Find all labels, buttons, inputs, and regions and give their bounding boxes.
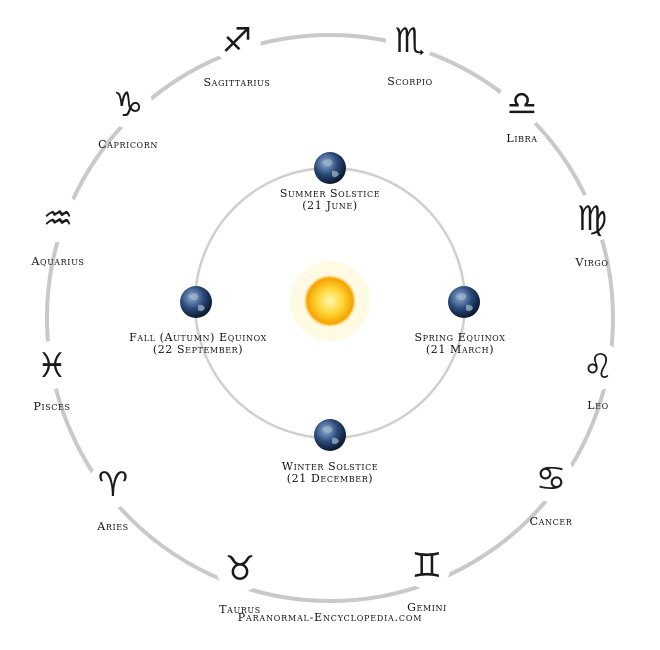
- fall-equinox-name: Fall (Autumn) Equinox: [129, 331, 267, 344]
- aries-icon: ♈: [89, 460, 137, 508]
- leo-icon: ♌: [574, 342, 622, 390]
- pisces-label: Pisces: [33, 400, 71, 413]
- leo-label: Leo: [587, 399, 609, 412]
- zodiac-ring: [45, 33, 615, 603]
- fall-equinox-label: Fall (Autumn) Equinox (22 September): [129, 332, 267, 356]
- capricorn-label: Capricorn: [98, 138, 158, 151]
- site-credit: Paranormal-Encyclopedia.com: [237, 611, 423, 624]
- scorpio-label: Scorpio: [387, 75, 433, 88]
- pisces-icon: ♓: [28, 341, 76, 389]
- winter-solstice-name: Winter Solstice: [281, 460, 379, 473]
- scorpio-icon: ♏: [386, 16, 434, 64]
- svg-text:♍: ♍: [577, 199, 607, 239]
- taurus-icon: ♉: [216, 544, 264, 592]
- summer-solstice-name: Summer Solstice: [279, 187, 381, 200]
- earth-spring-icon: [448, 286, 480, 318]
- fall-equinox-date: (22 September): [152, 343, 244, 356]
- svg-text:♒: ♒: [43, 199, 73, 239]
- svg-text:♌: ♌: [583, 347, 613, 387]
- svg-text:♋: ♋: [536, 459, 566, 499]
- sun: [290, 261, 370, 341]
- winter-solstice-label: Winter Solstice (21 December): [282, 461, 379, 485]
- earth-fall-icon: [180, 286, 212, 318]
- spring-equinox-date: (21 March): [425, 343, 495, 356]
- summer-solstice-date: (21 June): [302, 199, 358, 212]
- capricorn-icon: ♑: [104, 80, 152, 128]
- gemini-icon: ♊: [403, 541, 451, 589]
- virgo-label: Virgo: [575, 256, 609, 269]
- aquarius-icon: ♒: [34, 194, 82, 242]
- svg-text:♐: ♐: [222, 21, 252, 61]
- libra-label: Libra: [506, 132, 538, 145]
- svg-text:♈: ♈: [98, 465, 128, 505]
- svg-text:♏: ♏: [395, 21, 425, 61]
- svg-text:♓: ♓: [37, 346, 67, 386]
- cancer-icon: ♋: [527, 454, 575, 502]
- aries-label: Aries: [97, 520, 129, 533]
- svg-text:♊: ♊: [412, 546, 442, 586]
- svg-text:♑: ♑: [113, 85, 143, 125]
- winter-solstice-date: (21 December): [286, 472, 374, 485]
- cancer-label: Cancer: [529, 515, 573, 528]
- svg-text:♉: ♉: [225, 549, 255, 589]
- aquarius-label: Aquarius: [31, 255, 85, 268]
- sagittarius-label: Sagittarius: [203, 76, 271, 89]
- summer-solstice-label: Summer Solstice (21 June): [280, 188, 380, 212]
- sagittarius-icon: ♐: [213, 16, 261, 64]
- spring-equinox-name: Spring Equinox: [414, 331, 506, 344]
- spring-equinox-label: Spring Equinox (21 March): [415, 332, 506, 356]
- libra-icon: ♎: [498, 79, 546, 127]
- earth-winter-icon: [314, 419, 346, 451]
- svg-text:♎: ♎: [507, 84, 537, 124]
- earth-summer-icon: [314, 152, 346, 184]
- virgo-icon: ♍: [568, 194, 616, 242]
- taurus-label: Taurus: [219, 603, 261, 616]
- gemini-label: Gemini: [407, 601, 447, 614]
